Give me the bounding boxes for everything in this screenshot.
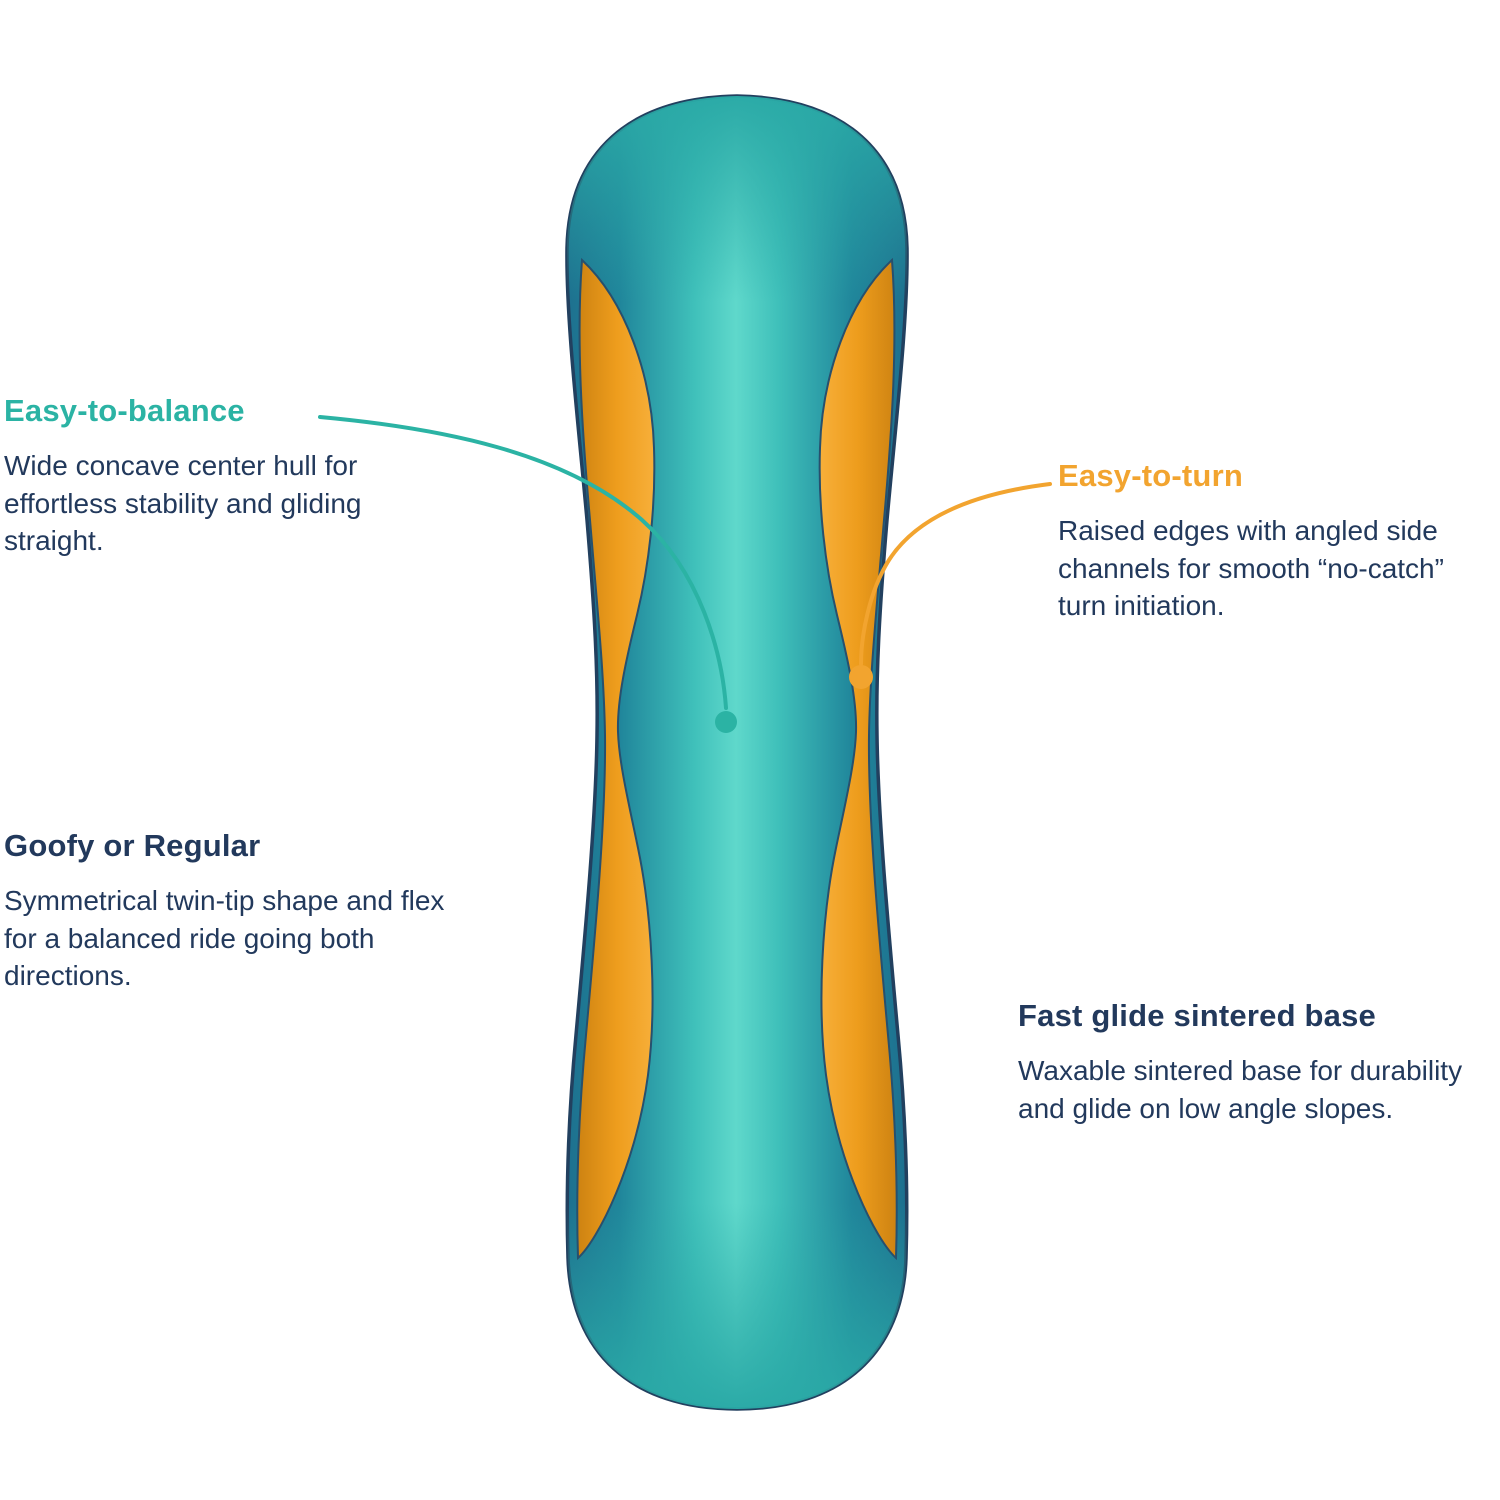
callout-body-fast-glide-sintered-base: Waxable sintered base for durability and… bbox=[1018, 1055, 1463, 1124]
callout-body-easy-to-turn: Raised edges with angled side channels f… bbox=[1058, 515, 1444, 622]
callout-fast-glide-sintered-base: Fast glide sintered base Waxable sintere… bbox=[1018, 998, 1492, 1127]
callout-body-easy-to-balance: Wide concave center hull for effortless … bbox=[4, 450, 362, 557]
callout-easy-to-balance: Easy-to-balance Wide concave center hull… bbox=[4, 393, 396, 560]
left-side-channel bbox=[576, 257, 656, 1261]
callout-title-goofy-or-regular: Goofy or Regular bbox=[4, 828, 261, 863]
callout-goofy-or-regular: Goofy or Regular Symmetrical twin-tip sh… bbox=[4, 828, 470, 995]
callout-title-fast-glide-sintered-base: Fast glide sintered base bbox=[1018, 998, 1376, 1033]
turn-callout-dot bbox=[849, 665, 873, 689]
callout-title-easy-to-balance: Easy-to-balance bbox=[4, 393, 245, 428]
right-side-channel bbox=[818, 257, 898, 1261]
balance-connector-line bbox=[318, 415, 728, 710]
callout-title-easy-to-turn: Easy-to-turn bbox=[1058, 458, 1243, 493]
balance-callout-dot bbox=[715, 711, 737, 733]
callout-easy-to-turn: Easy-to-turn Raised edges with angled si… bbox=[1058, 458, 1462, 625]
turn-connector-line bbox=[859, 482, 1052, 666]
callout-body-goofy-or-regular: Symmetrical twin-tip shape and flex for … bbox=[4, 885, 445, 992]
